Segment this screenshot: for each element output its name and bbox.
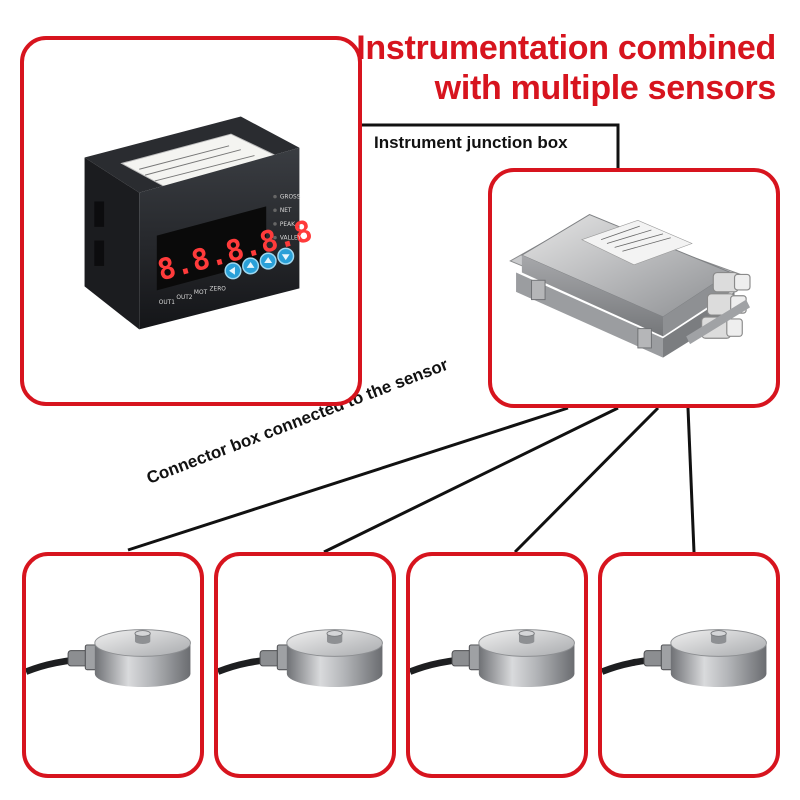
output-out2: OUT2 (176, 295, 192, 301)
load-cell-sensor (218, 629, 383, 687)
wire-to-sensor-1 (127, 406, 569, 552)
load-cell-sensor (410, 629, 575, 687)
output-mot: MOT (194, 290, 208, 296)
wire-to-sensor-4 (686, 407, 696, 553)
load-cell-sensor (26, 629, 191, 687)
status-peak: PEAK (280, 222, 295, 228)
status-valley: VALLEY (280, 236, 302, 242)
instrument-frame: 8.8.8.8.8 GROSS NET PEAK VALLEY OUT1 OUT… (20, 36, 362, 406)
load-cell-sensor (602, 629, 767, 687)
weighing-instrument: 8.8.8.8.8 GROSS NET PEAK VALLEY OUT1 OUT… (84, 116, 316, 330)
headline-line-2: with multiple sensors (434, 69, 777, 107)
junction-box-frame (488, 168, 780, 408)
instrument-buttons (224, 247, 295, 280)
headline: Instrumentation combined with multiple s… (356, 28, 776, 108)
output-zero: ZERO (210, 286, 227, 292)
junction-box (509, 213, 751, 358)
sensor-frame-3 (406, 552, 588, 778)
wire-instrument-to-junction (362, 123, 620, 168)
sensor-frame-1 (22, 552, 204, 778)
wire-to-sensor-3 (513, 406, 660, 554)
status-labels: GROSS NET PEAK VALLEY (273, 195, 302, 242)
junction-box-label: Instrument junction box (374, 133, 568, 152)
output-out1: OUT1 (159, 300, 175, 306)
output-labels: OUT1 OUT2 MOT ZERO (159, 286, 227, 306)
sensor-frame-2 (214, 552, 396, 778)
sensor-frame-4 (598, 552, 780, 778)
status-gross: GROSS (280, 195, 301, 201)
status-net: NET (280, 208, 292, 214)
headline-line-1: Instrumentation combined (356, 29, 776, 67)
wire-to-sensor-2 (323, 406, 619, 554)
